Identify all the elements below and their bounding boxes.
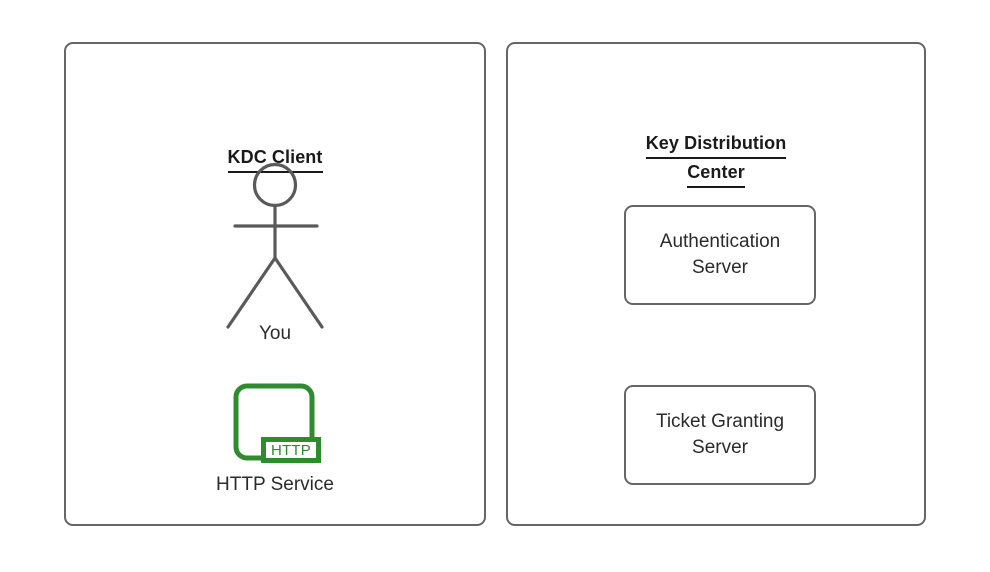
panel-kdc-client-title: KDC Client (66, 144, 484, 173)
authentication-server-box: Authentication Server (624, 205, 816, 305)
authentication-server-label-line2: Server (692, 257, 748, 278)
panel-kdc-title: Key Distribution Center (508, 130, 924, 188)
ticket-granting-server-label-line2: Server (692, 437, 748, 458)
panel-kdc-title-line1: Key Distribution (645, 130, 787, 159)
panel-kdc-client-title-text: KDC Client (227, 144, 323, 173)
http-service-label: HTTP Service (216, 474, 334, 495)
stick-figure-person-icon (218, 158, 332, 333)
ticket-granting-server-label-line1: Ticket Granting (655, 411, 785, 432)
http-service-icon: HTTP (232, 382, 324, 466)
authentication-server-label-line1: Authentication (659, 231, 781, 252)
panel-kdc-title-line2: Center (687, 159, 745, 188)
ticket-granting-server-box: Ticket Granting Server (624, 385, 816, 485)
actor-label-you: You (258, 323, 292, 344)
http-badge-label: HTTP (271, 441, 311, 459)
